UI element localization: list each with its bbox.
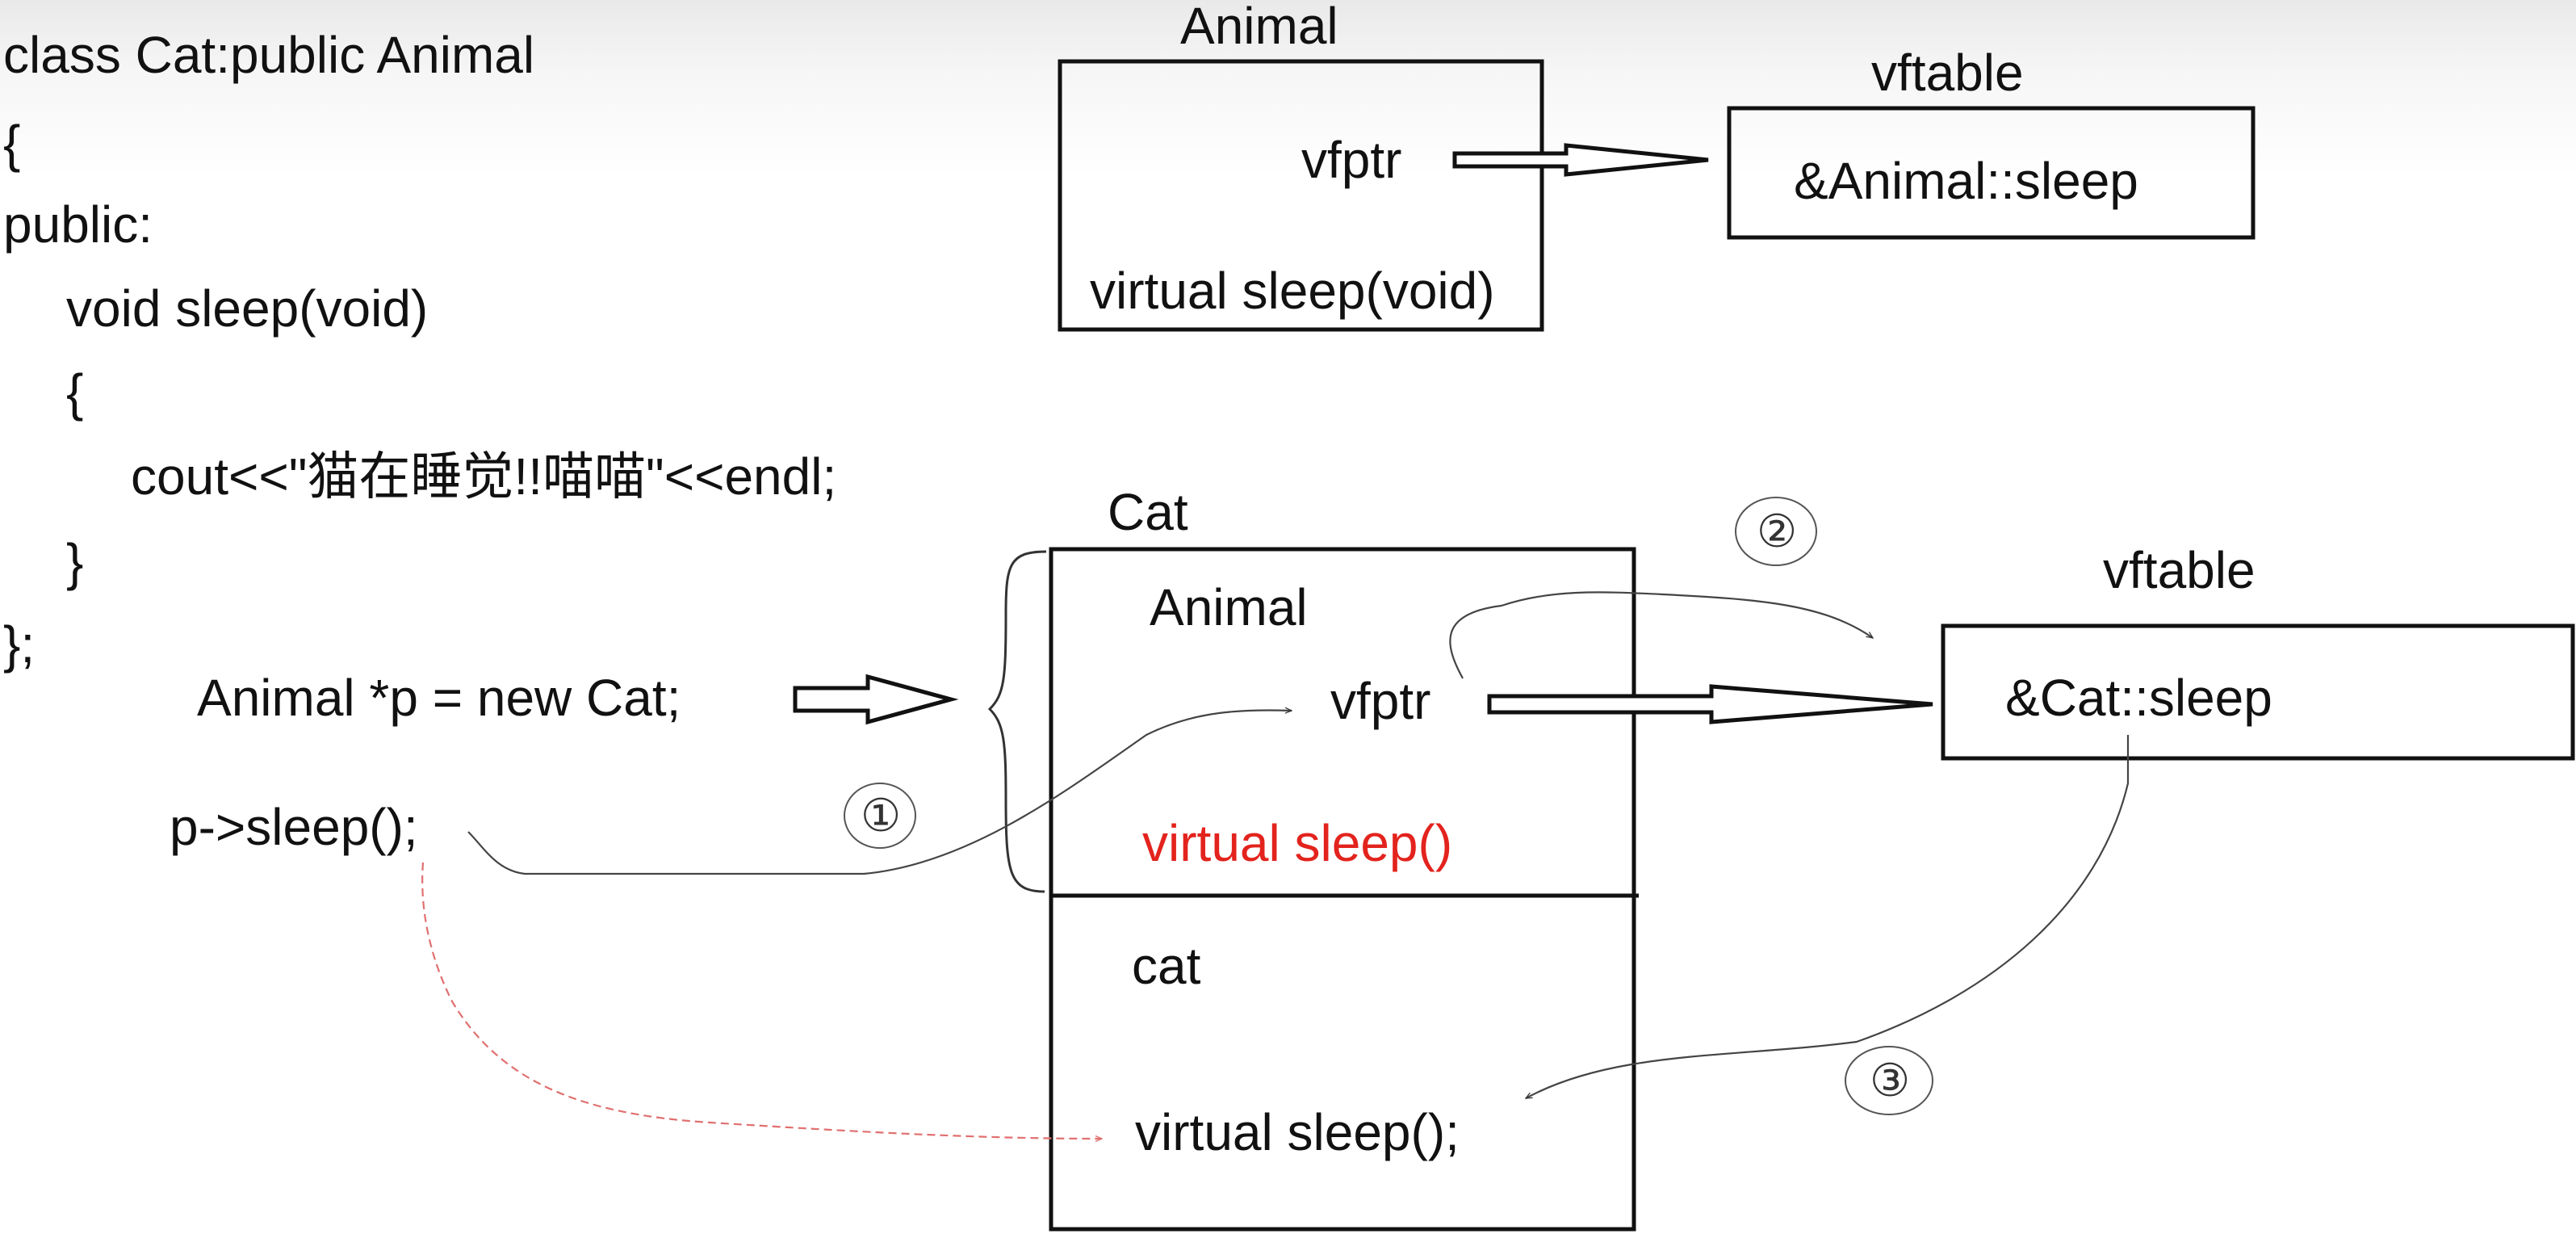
new-cat-arrow (793, 674, 959, 725)
animal-vfptr-arrow (1452, 143, 1709, 177)
cat-derived-virtual-sleep-label: virtual sleep(); (1135, 1103, 1460, 1161)
code-line-public: public: (3, 195, 153, 254)
cat-derived-label: cat (1132, 937, 1201, 995)
step3-number: ③ (1870, 1055, 1911, 1106)
step2-number: ② (1757, 506, 1798, 556)
cat-vftable-box (1941, 623, 2575, 761)
statement-new-cat: Animal *p = new Cat; (197, 669, 681, 727)
step2-flow-line (1449, 591, 1873, 679)
cat-base-virtual-sleep-label: virtual sleep() (1142, 814, 1453, 872)
step3-circle (1845, 1046, 1933, 1115)
code-line-method-open-brace: { (66, 363, 84, 422)
cat-vfptr-label: vfptr (1330, 672, 1431, 730)
cat-object-box (1049, 547, 1636, 1232)
code-line-cout: cout<<"猫在睡觉!!喵喵"<<endl; (131, 447, 837, 506)
code-line-class-declaration: class Cat:public Animal (3, 26, 535, 84)
step1-flow-line (467, 710, 1292, 875)
statement-call-sleep: p->sleep(); (170, 798, 418, 856)
cat-vftable-entry: &Cat::sleep (2005, 669, 2272, 727)
animal-vfptr-label: vfptr (1301, 131, 1402, 189)
base-subobject-brace (987, 550, 1047, 893)
animal-vftable-box (1727, 106, 2256, 240)
code-line-open-brace: { (3, 115, 21, 173)
animal-object-title: Animal (1180, 0, 1338, 55)
animal-object-box (1058, 59, 1544, 332)
cat-vfptr-arrow (1487, 684, 1933, 724)
animal-vftable-entry: &Animal::sleep (1794, 152, 2138, 210)
step1-circle (844, 783, 916, 849)
code-line-class-close: }; (3, 615, 36, 674)
code-line-method-close-brace: } (66, 533, 84, 591)
cat-object-title: Cat (1108, 483, 1188, 541)
animal-vftable-title: vftable (1871, 44, 2024, 102)
step1-number: ① (861, 790, 902, 841)
cat-base-animal-label: Animal (1150, 578, 1308, 636)
direct-call-flow-line (421, 862, 1102, 1139)
step3-flow-line (1526, 735, 2130, 1099)
code-line-sleep-signature: void sleep(void) (66, 279, 429, 338)
cat-vftable-title: vftable (2103, 541, 2256, 599)
step2-circle (1735, 497, 1817, 566)
animal-virtual-sleep-label: virtual sleep(void) (1090, 262, 1495, 320)
